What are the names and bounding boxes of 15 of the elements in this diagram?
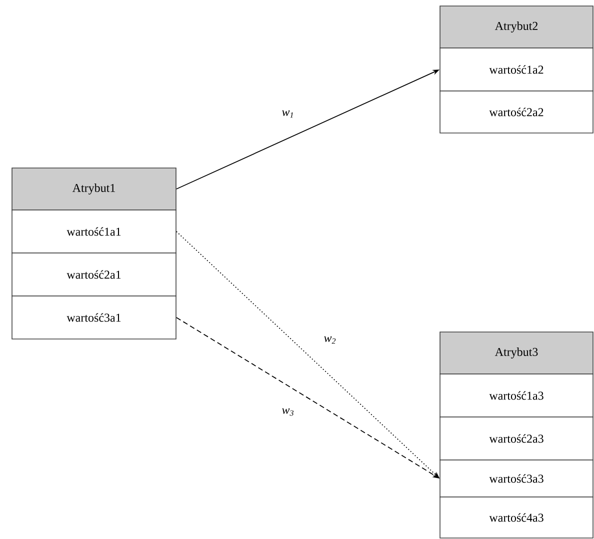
- edge-label: w$_{3}$: [280, 407, 296, 417]
- table-cell: wartość2a1: [12, 252, 176, 296]
- table-cell: wartość1a2: [440, 48, 594, 92]
- header-cell: Atrybut1: [12, 168, 176, 210]
- table-cell: wartość2a3: [440, 416, 594, 460]
- header-cell: Atrybut3: [440, 332, 594, 374]
- table-cell: wartość1a1: [12, 210, 176, 254]
- table-cell: wartość1a3: [440, 374, 594, 418]
- table-cell: wartość3a1: [12, 296, 176, 340]
- header-cell: Atrybut2: [440, 6, 594, 48]
- table-cell: wartość3a3: [440, 460, 594, 498]
- edge-label: w$_{2}$: [322, 335, 338, 345]
- table-cell: wartość4a3: [440, 496, 594, 538]
- edge-label: w$_{1}$: [280, 109, 296, 119]
- table-cell: wartość2a2: [440, 90, 594, 134]
